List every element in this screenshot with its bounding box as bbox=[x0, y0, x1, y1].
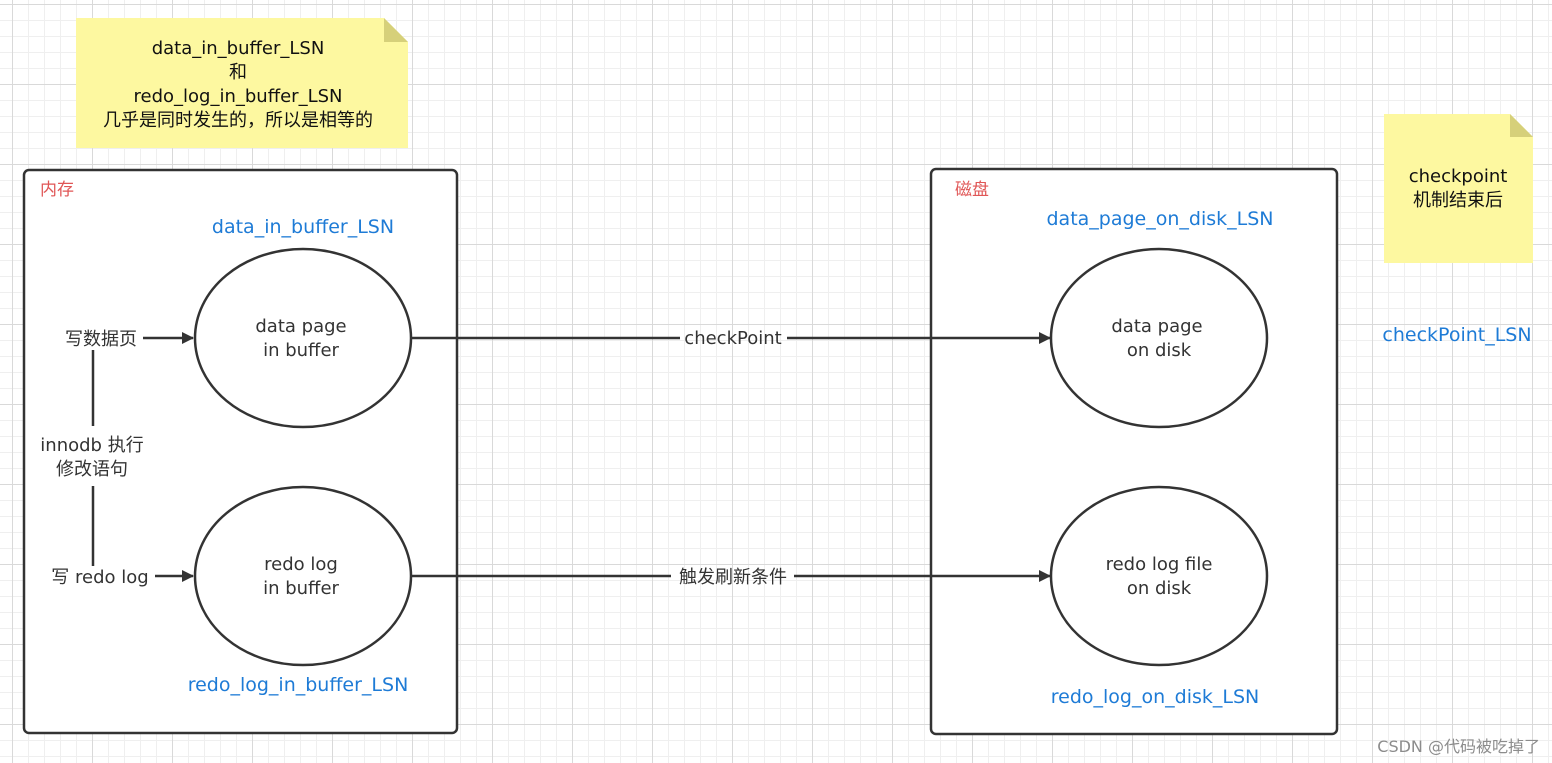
note-top-line-2: 和 bbox=[229, 62, 247, 83]
note-right: checkpoint 机制结束后 bbox=[1384, 114, 1533, 263]
note-right-line-1: checkpoint bbox=[1409, 166, 1508, 187]
write-redo-log-label: 写 redo log bbox=[51, 567, 148, 588]
node-data-page-on-disk-line-1: data page bbox=[1111, 316, 1202, 337]
node-redo-log-in-buffer-line-2: in buffer bbox=[263, 578, 339, 599]
flush-edge-label: 触发刷新条件 bbox=[679, 567, 787, 588]
data-in-buffer-lsn-label: data_in_buffer_LSN bbox=[212, 216, 394, 238]
connectors bbox=[91, 332, 1051, 582]
node-data-page-in-buffer-line-1: data page bbox=[255, 316, 346, 337]
disk-box-title: 磁盘 bbox=[955, 180, 989, 200]
node-redo-log-file-on-disk-line-2: on disk bbox=[1127, 578, 1192, 599]
node-redo-log-in-buffer-shape bbox=[193, 485, 413, 667]
note-top-line-3: redo_log_in_buffer_LSN bbox=[134, 86, 343, 107]
node-redo-log-in-buffer-line-1: redo log bbox=[264, 554, 338, 575]
note-top-paper bbox=[76, 18, 408, 148]
node-data-page-on-disk-shape bbox=[1049, 247, 1269, 429]
node-data-page-in-buffer-shape bbox=[193, 247, 413, 429]
watermark: CSDN @代码被吃掉了 bbox=[1377, 737, 1540, 756]
checkpoint-edge-label: checkPoint bbox=[684, 328, 781, 349]
note-right-paper bbox=[1384, 114, 1533, 263]
memory-box-title: 内存 bbox=[40, 180, 74, 200]
note-top-line-1: data_in_buffer_LSN bbox=[152, 38, 325, 59]
note-top-fold bbox=[384, 18, 408, 42]
node-data-page-on-disk-line-2: on disk bbox=[1127, 340, 1192, 361]
node-redo-log-file-on-disk: redo log file on disk bbox=[1049, 485, 1269, 667]
write-data-page-label: 写数据页 bbox=[65, 329, 137, 350]
innodb-label-line-1: innodb 执行 bbox=[40, 435, 143, 456]
note-top-line-4: 几乎是同时发生的，所以是相等的 bbox=[103, 110, 373, 131]
node-redo-log-file-on-disk-line-1: redo log file bbox=[1106, 554, 1213, 575]
checkpoint-lsn-label: checkPoint_LSN bbox=[1382, 324, 1531, 346]
redo-log-in-buffer-lsn-label: redo_log_in_buffer_LSN bbox=[188, 674, 409, 696]
node-redo-log-in-buffer: redo log in buffer bbox=[193, 485, 413, 667]
redo-log-on-disk-lsn-label: redo_log_on_disk_LSN bbox=[1051, 686, 1260, 708]
node-data-page-in-buffer-line-2: in buffer bbox=[263, 340, 339, 361]
node-redo-log-file-on-disk-shape bbox=[1049, 485, 1269, 667]
note-top: data_in_buffer_LSN 和 redo_log_in_buffer_… bbox=[76, 18, 408, 148]
note-right-line-2: 机制结束后 bbox=[1413, 190, 1503, 211]
note-right-fold bbox=[1510, 114, 1533, 137]
data-page-on-disk-lsn-label: data_page_on_disk_LSN bbox=[1046, 208, 1273, 230]
node-data-page-on-disk: data page on disk bbox=[1049, 247, 1269, 429]
node-data-page-in-buffer: data page in buffer bbox=[193, 247, 413, 429]
innodb-label-line-2: 修改语句 bbox=[56, 459, 128, 480]
